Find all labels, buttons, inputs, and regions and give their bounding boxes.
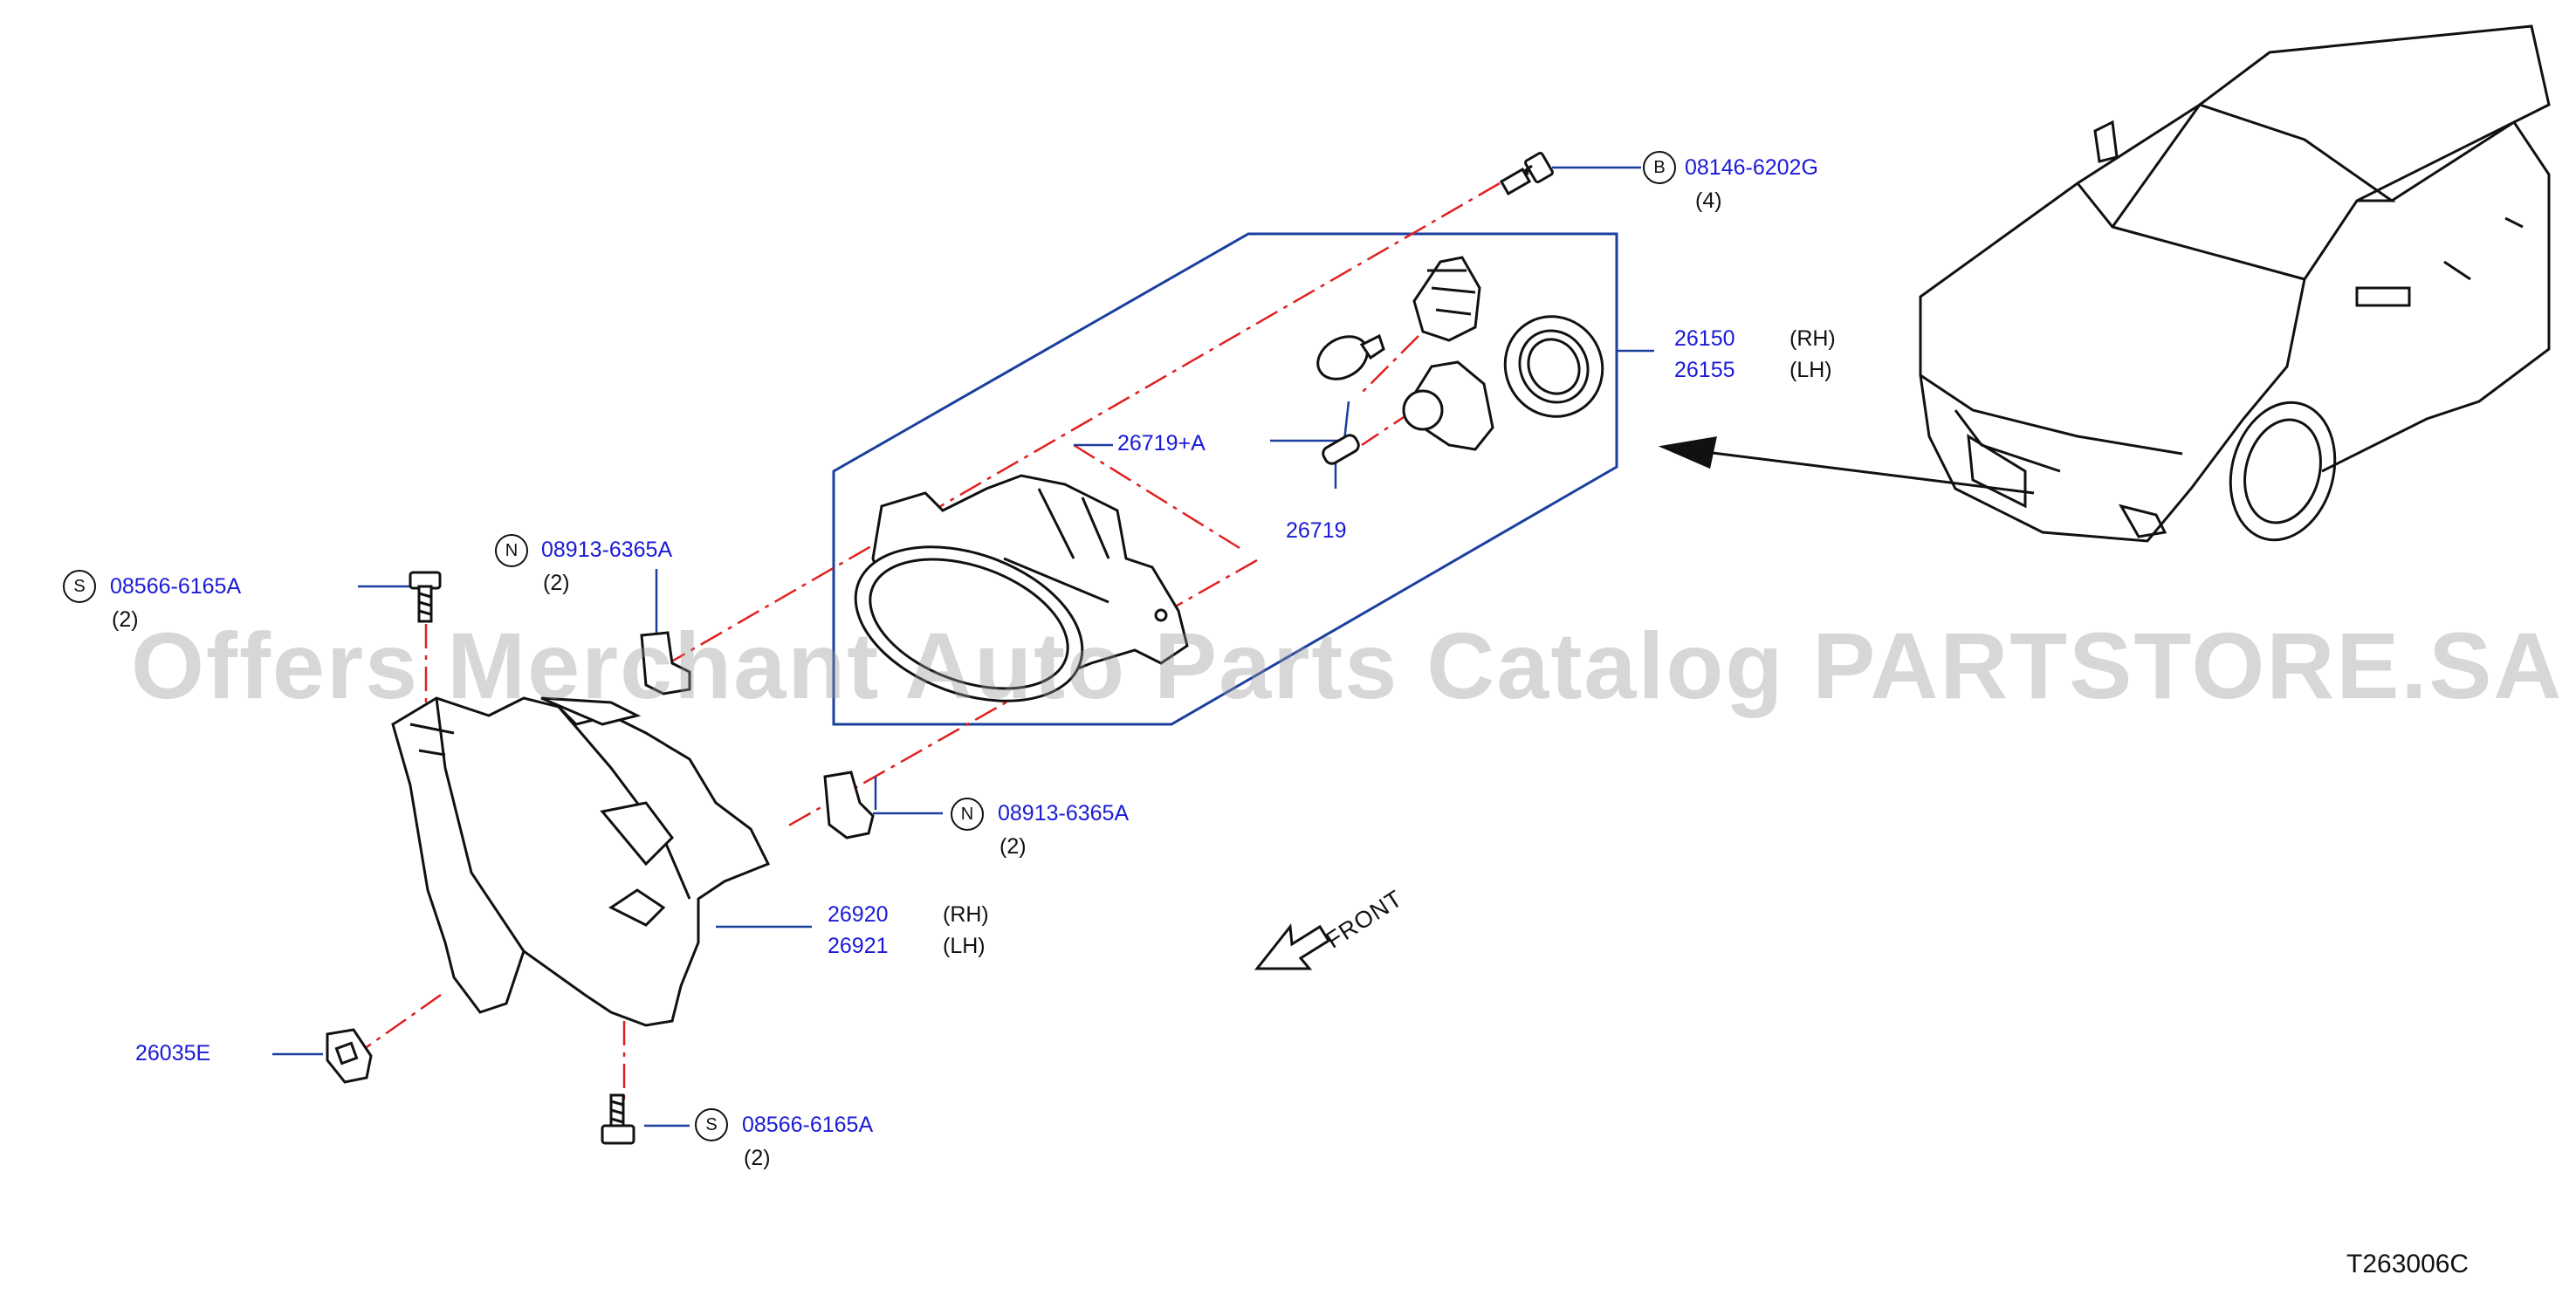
part-link-lamp-rh[interactable]: 26150 [1674,326,1735,351]
qty-screw-upper: (2) [112,607,139,632]
clip-26035E [326,1028,373,1084]
nut-symbol-n-lower: N [951,798,984,831]
qty-screw-lower: (2) [744,1146,771,1170]
leader-lines [272,166,1654,1127]
diagram-code: T263006C [2346,1250,2470,1278]
bracket-26920 [391,696,771,1027]
part-link-screw-lower[interactable]: 08566-6165A [742,1113,874,1137]
nut-upper-08913 [640,631,691,695]
qty-bolt: (4) [1695,188,1722,213]
bulb-and-socket-parts [1316,256,1604,465]
screw-symbol-s-upper: S [63,570,96,603]
part-link-bracket-rh[interactable]: 26920 [828,902,889,927]
side-bracket-rh: (RH) [943,902,989,927]
nut-lower-08913 [823,771,875,839]
location-arrow [1658,436,2035,495]
side-bracket-lh: (LH) [943,934,986,958]
vehicle-silhouette [1919,24,2551,543]
part-link-lamp-lh[interactable]: 26155 [1674,358,1735,382]
part-link-nut-upper[interactable]: 08913-6365A [541,538,673,562]
part-link-screw-upper[interactable]: 08566-6165A [110,574,242,599]
fog-lamp-body [854,474,1189,702]
part-link-bulb[interactable]: 26719 [1286,518,1347,543]
qty-nut-lower: (2) [999,834,1027,859]
screw-symbol-s-lower: S [695,1108,728,1141]
part-link-nut-lower[interactable]: 08913-6365A [998,801,1130,826]
nut-symbol-n-upper: N [495,534,528,567]
part-link-bulb-a[interactable]: 26719+A [1117,431,1206,456]
front-arrow [1254,923,1331,970]
lamp-assembly-group-outline [832,232,1618,726]
bolt-symbol-b: B [1643,151,1676,184]
bolt-08146 [1499,151,1554,195]
qty-nut-upper: (2) [543,571,570,595]
part-link-clip[interactable]: 26035E [135,1041,211,1065]
screw-upper-08566 [409,571,442,623]
screw-lower-08566 [601,1093,635,1145]
part-link-bolt[interactable]: 08146-6202G [1685,155,1818,180]
side-lamp-lh: (LH) [1789,358,1832,382]
part-link-bracket-lh[interactable]: 26921 [828,934,889,958]
side-lamp-rh: (RH) [1789,326,1836,351]
